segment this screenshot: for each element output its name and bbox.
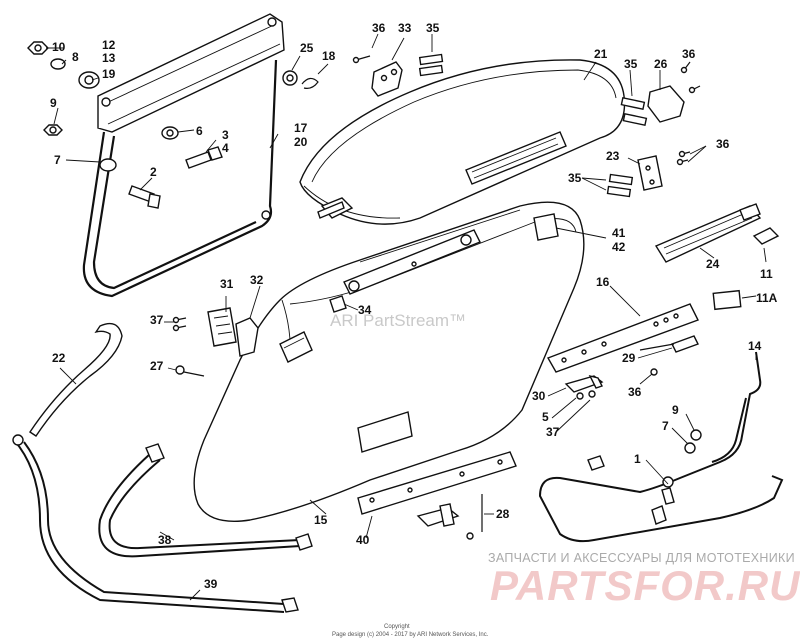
saddlebag-body <box>193 201 585 522</box>
callout-17: 17 <box>294 121 308 135</box>
callout-9a: 9 <box>50 96 57 110</box>
callout-35b: 35 <box>624 57 638 71</box>
callout-27: 27 <box>150 359 164 373</box>
mounting-bracket <box>82 13 285 298</box>
callout-7a: 7 <box>54 153 61 167</box>
callout-33: 33 <box>398 21 412 35</box>
callout-14: 14 <box>748 339 762 353</box>
callout-37a: 37 <box>150 313 164 327</box>
callout-38: 38 <box>158 533 172 547</box>
callout-34: 34 <box>358 303 372 317</box>
callout-26: 26 <box>654 57 668 71</box>
callout-12: 12 <box>102 38 116 52</box>
callout-35c: 35 <box>568 171 582 185</box>
strap-22 <box>29 322 123 437</box>
callout-7b: 7 <box>662 419 669 433</box>
callout-28: 28 <box>496 507 510 521</box>
bottom-bracket-40 <box>357 451 517 540</box>
callout-16: 16 <box>596 275 610 289</box>
small-bracket-30 <box>564 368 658 400</box>
copyright-line-1: Copyright <box>384 624 410 630</box>
callout-20: 20 <box>294 135 308 149</box>
callout-15: 15 <box>314 513 328 527</box>
callout-10: 10 <box>52 40 66 54</box>
callout-25: 25 <box>300 41 314 55</box>
callout-39: 39 <box>204 577 218 591</box>
callout-24: 24 <box>706 257 720 271</box>
callout-9b: 9 <box>672 403 679 417</box>
lid-hardware <box>352 53 701 198</box>
callout-11A: 11A <box>756 291 778 305</box>
callout-29: 29 <box>622 351 636 365</box>
callout-36d: 36 <box>628 385 642 399</box>
leader-lines <box>46 33 767 601</box>
reflector-assembly <box>654 203 780 311</box>
callout-36b: 36 <box>682 47 696 61</box>
callout-22: 22 <box>52 351 66 365</box>
callout-37b: 37 <box>546 425 560 439</box>
callout-36a: 36 <box>372 21 386 35</box>
callout-19: 19 <box>102 67 116 81</box>
mount-rail-16 <box>546 303 699 373</box>
callout-18: 18 <box>322 49 336 63</box>
callout-35a: 35 <box>426 21 440 35</box>
support-arms <box>12 434 313 613</box>
callout-3: 3 <box>222 128 229 142</box>
callout-11: 11 <box>760 267 773 281</box>
callout-36c: 36 <box>716 137 730 151</box>
callout-2: 2 <box>150 165 157 179</box>
callout-42: 42 <box>612 240 626 254</box>
callout-4: 4 <box>222 141 229 155</box>
copyright-line-2: Page design (c) 2004 - 2017 by ARI Netwo… <box>332 632 489 638</box>
callout-31: 31 <box>220 277 234 291</box>
callout-41: 41 <box>612 226 626 240</box>
shop-logo: PARTSFOR.RU <box>490 562 800 609</box>
latch-parts <box>172 307 259 377</box>
callout-8: 8 <box>72 50 79 64</box>
callout-32: 32 <box>250 273 264 287</box>
saddlebag-lid <box>299 59 626 225</box>
callout-23: 23 <box>606 149 620 163</box>
callout-5: 5 <box>542 410 549 424</box>
watermark-text: ARI PartStream™ <box>330 311 466 330</box>
callout-1: 1 <box>634 452 641 466</box>
callout-21: 21 <box>594 47 608 61</box>
callout-13: 13 <box>102 51 116 65</box>
shop-tagline: ЗАПЧАСТИ И АКСЕССУАРЫ ДЛЯ МОТОТЕХНИКИ <box>488 551 795 565</box>
callout-40: 40 <box>356 533 370 547</box>
hardware-nuts-washers <box>27 41 319 209</box>
callout-6: 6 <box>196 124 203 138</box>
frame-rail-14 <box>538 351 784 543</box>
callout-30: 30 <box>532 389 546 403</box>
